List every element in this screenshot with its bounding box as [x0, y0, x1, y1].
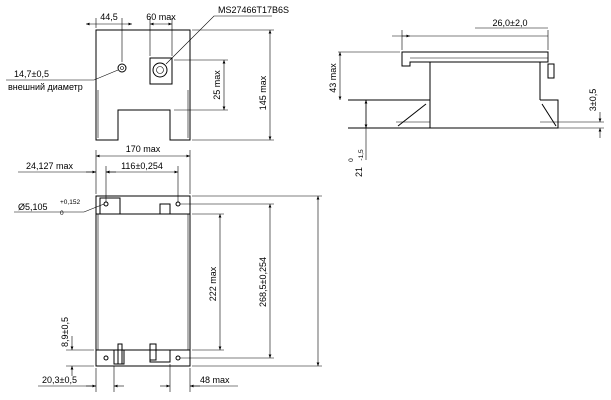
mount-hole-icon — [175, 201, 181, 207]
dim-width-left: 44,5 — [100, 12, 118, 22]
top-view: 44,5 60 max MS27466T17B6S 14,7±0,5 внешн… — [6, 5, 289, 141]
dim-hole-diameter: Ø5,105 — [18, 202, 48, 212]
dim-base-thickness: 3±0,5 — [588, 89, 598, 111]
dim-hole-tol-upper: +0,152 — [60, 199, 80, 206]
dim-body-height: 222 max — [208, 266, 218, 301]
front-view-flange — [95, 195, 191, 367]
dim-hole-tol-lower: 0 — [60, 210, 64, 217]
dim-hole-spacing: 116±0,254 — [121, 161, 163, 171]
side-view-body — [401, 51, 549, 67]
side-view: 26,0±2,0 43 max 21 0 -1,5 3±0,5 — [328, 18, 604, 177]
front-view: 170 max 24,127 max 116±0,254 Ø5,105 +0,1… — [14, 144, 322, 392]
dim-hole-pitch-vertical: 268,5±0,254 — [258, 257, 268, 307]
dim-right-width: 48 max — [200, 375, 230, 385]
mount-hole-icon — [175, 355, 181, 361]
dim-side-height: 43 max — [328, 63, 338, 93]
dim-base-tol-upper: 0 — [348, 158, 355, 162]
mount-hole-icon — [103, 355, 109, 361]
dim-overall-height: 145 max — [258, 75, 268, 110]
front-view-body — [95, 213, 191, 351]
dim-foot-width: 20,3±0,5 — [42, 375, 77, 385]
connector-body — [149, 57, 173, 85]
dim-base-height: 21 — [354, 167, 364, 177]
dim-depth: 26,0±2,0 — [493, 18, 528, 28]
hole-note-label: внешний диаметр — [8, 82, 83, 92]
dim-connector-height: 25 max — [212, 70, 222, 100]
connector-icon — [152, 62, 168, 78]
hole-diameter-label: 14,7±0,5 — [14, 69, 49, 79]
dim-overall-width: 170 max — [126, 144, 161, 154]
dim-left-offset: 24,127 max — [26, 161, 74, 171]
dim-connector-width: 60 max — [146, 12, 176, 22]
mount-hole-icon — [103, 201, 109, 207]
connector-part-label: MS27466T17B6S — [218, 5, 289, 15]
dim-flange-height: 8,9±0,5 — [60, 317, 70, 347]
hole-icon — [117, 63, 127, 73]
dim-base-tol-lower: -1,5 — [358, 149, 365, 161]
top-view-body — [95, 29, 191, 141]
